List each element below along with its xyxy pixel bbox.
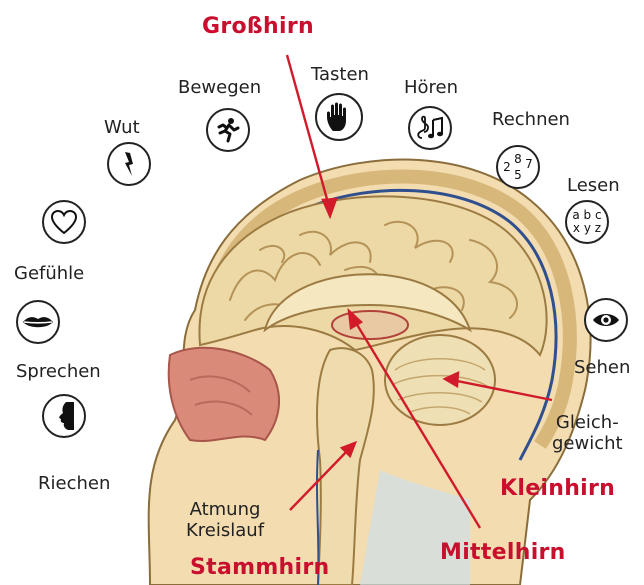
numbers-icon-bottom: 5 (514, 168, 522, 182)
label-lesen: Lesen (567, 176, 620, 197)
letters-icon-bottom: x y z (572, 222, 601, 235)
hand-icon (315, 93, 363, 141)
label-gleichgewicht: Gleich- gewicht (552, 413, 623, 454)
label-atmung-kreislauf: Atmung Kreislauf (186, 500, 264, 541)
label-rechnen: Rechnen (492, 110, 570, 131)
lightning-icon (107, 142, 151, 186)
label-kleinhirn: Kleinhirn (500, 476, 615, 501)
mouth-icon (16, 300, 60, 344)
label-gefuehle: Gefühle (14, 264, 84, 285)
label-bewegen: Bewegen (178, 78, 261, 99)
label-hoeren: Hören (404, 78, 458, 99)
label-sprechen: Sprechen (16, 362, 101, 383)
numbers-icon-top: 8 (514, 152, 522, 166)
label-gleichgewicht-line1: Gleich- (552, 413, 623, 434)
label-gleichgewicht-line2: gewicht (552, 434, 623, 455)
label-mittelhirn: Mittelhirn (440, 540, 566, 565)
label-tasten: Tasten (311, 65, 369, 86)
letters-icon: a b c x y z (565, 200, 609, 244)
label-stammhirn: Stammhirn (190, 555, 329, 580)
label-grosshirn: Großhirn (202, 14, 314, 39)
label-wut: Wut (104, 118, 140, 139)
midbrain-region (332, 311, 408, 339)
running-icon (206, 108, 250, 152)
numbers-icon-right: 7 (525, 157, 533, 171)
music-icon (408, 106, 452, 150)
label-sehen: Sehen (574, 358, 630, 379)
label-atmung: Atmung (186, 500, 264, 521)
label-kreislauf: Kreislauf (186, 521, 264, 542)
numbers-icon-left: 2 (503, 160, 511, 174)
nose-profile-icon (42, 394, 86, 438)
heart-icon (42, 200, 86, 244)
numbers-icon: 8 2 7 5 (496, 145, 540, 189)
label-riechen: Riechen (38, 474, 110, 495)
eye-icon (584, 298, 628, 342)
